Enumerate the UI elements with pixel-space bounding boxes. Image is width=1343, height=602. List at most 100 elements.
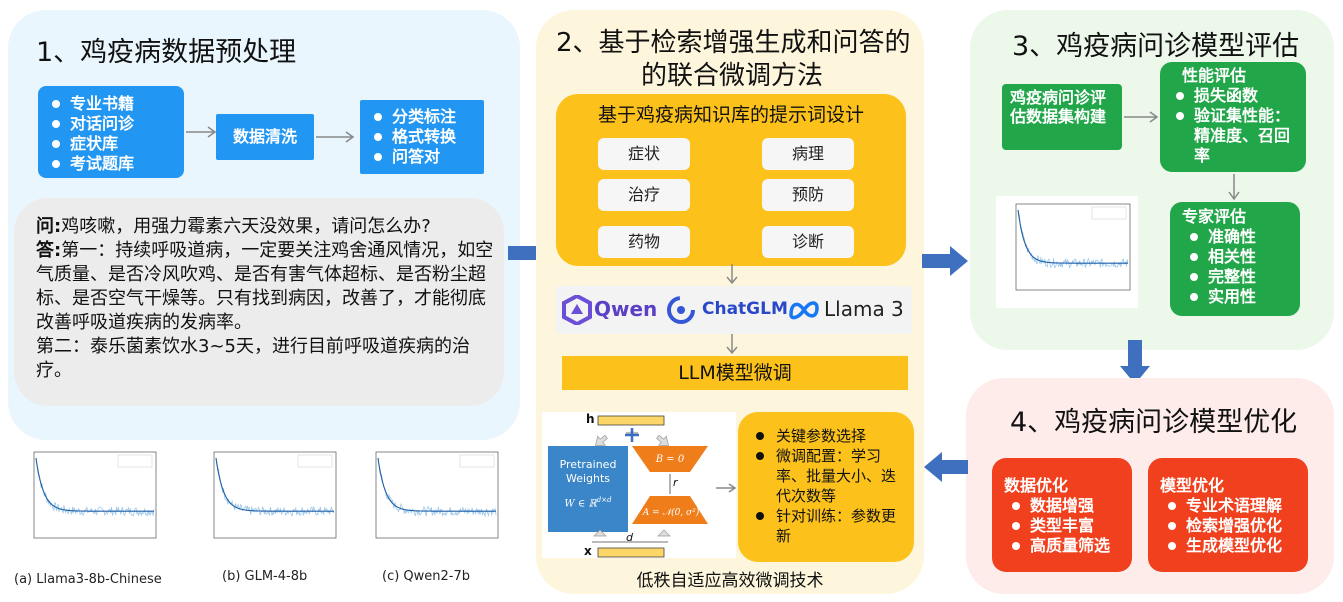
output-item: 分类标注 xyxy=(366,107,478,127)
loss-chart-eval xyxy=(996,196,1138,308)
question: 问:鸡咳嗽，用强力霉素六天没效果，请问怎么办? xyxy=(36,215,494,239)
tag-medicine: 药物 xyxy=(598,226,690,258)
data-opt-item: 数据增强 xyxy=(1004,496,1126,516)
finetune-points-box: 关键参数选择 微调配置：学习率、批量大小、迭代次数等 针对训练：参数更新 xyxy=(738,412,914,562)
arrow-right-icon xyxy=(716,483,737,493)
loss-chart-glm4 xyxy=(194,444,344,556)
lora-diagram: h x r d Pretrained Weights W ∈ ℝd×d B = … xyxy=(542,412,736,558)
data-outputs-box: 分类标注 格式转换 问答对 xyxy=(360,100,484,174)
arrow-right-icon xyxy=(316,131,355,143)
tag-treatment: 治疗 xyxy=(598,179,690,211)
arrow-down-icon xyxy=(726,264,738,285)
model-opt-item: 生成模型优化 xyxy=(1160,536,1302,556)
lora-r-label: r xyxy=(673,476,678,489)
expert-item: 相关性 xyxy=(1182,247,1292,267)
finetune-point: 关键参数选择 xyxy=(752,426,904,446)
llm-finetune-bar: LLM模型微调 xyxy=(562,356,908,390)
loss-chart-legend xyxy=(459,454,495,468)
eval-dataset-box: 鸡疫病问诊评估数据集构建 xyxy=(1002,84,1122,150)
tag-symptom: 症状 xyxy=(598,138,690,170)
loss-chart-legend xyxy=(1091,206,1127,220)
data-sources-box: 专业书籍 对话问诊 症状库 考试题库 xyxy=(38,86,184,178)
prompt-design-title: 基于鸡疫病知识库的提示词设计 xyxy=(597,104,864,126)
expert-item: 完整性 xyxy=(1182,267,1292,287)
output-item: 格式转换 xyxy=(366,127,478,147)
data-cleaning-box: 数据清洗 xyxy=(216,114,314,160)
source-item: 考试题库 xyxy=(44,154,178,174)
tag-pathology: 病理 xyxy=(762,138,854,170)
expert-eval-box: 专家评估 准确性 相关性 完整性 实用性 xyxy=(1170,202,1300,316)
model-opt-item: 检索增强优化 xyxy=(1160,516,1302,536)
caption-glm4: (b) GLM-4-8b xyxy=(222,569,308,584)
expert-eval-title: 专家评估 xyxy=(1182,207,1247,226)
lora-b-label: B = 0 xyxy=(655,454,685,465)
source-item: 对话问诊 xyxy=(44,114,178,134)
answer: 答:第一：持续呼吸道病，一定要关注鸡舍通风情况，如空气质量、是否冷风吹鸡、是否有… xyxy=(36,239,494,335)
llama-logo-text: Llama 3 xyxy=(824,297,904,321)
loss-curve-original xyxy=(377,457,497,518)
data-opt-item: 类型丰富 xyxy=(1004,516,1126,536)
chatglm-logo-text: ChatGLM xyxy=(702,299,788,319)
tag-diagnosis: 诊断 xyxy=(762,226,854,258)
lora-pretrained-line2: Weights xyxy=(565,472,611,485)
loss-chart-legend xyxy=(117,454,153,468)
arrow-right-icon xyxy=(186,126,217,138)
lora-pretrained-line1: Pretrained xyxy=(559,458,617,471)
loss-chart-frame xyxy=(375,451,499,539)
lora-x-label: x xyxy=(584,544,592,558)
loss-curve-smoothed xyxy=(1017,209,1128,264)
loss-chart-frame xyxy=(213,451,337,539)
model-opt-item: 专业术语理解 xyxy=(1160,496,1302,516)
flow-arrow-down-icon xyxy=(1120,340,1150,384)
panel4-title: 4、鸡疫病问诊模型优化 xyxy=(1010,407,1298,438)
expert-item: 实用性 xyxy=(1182,287,1292,307)
loss-chart-frame xyxy=(33,451,157,539)
meta-logo-icon xyxy=(789,301,819,320)
perf-item: 验证集性能：精准度、召回率 xyxy=(1168,106,1298,166)
answer-text-2: 第二：泰乐菌素饮水3~5天，进行目前呼吸道疾病的治疗。 xyxy=(36,336,470,381)
lora-w-formula: W ∈ ℝd×d xyxy=(548,496,628,509)
lora-w-sup: d×d xyxy=(596,496,612,504)
finetune-point: 微调配置：学习率、批量大小、迭代次数等 xyxy=(752,446,904,506)
model-optimization-box: 模型优化 专业术语理解 检索增强优化 生成模型优化 xyxy=(1148,458,1308,572)
loss-curve-smoothed xyxy=(215,457,334,512)
loss-curve-original xyxy=(1017,209,1129,269)
data-optimization-title: 数据优化 xyxy=(1004,476,1069,495)
performance-eval-title: 性能评估 xyxy=(1182,66,1247,85)
caption-qwen2: (c) Qwen2-7b xyxy=(382,569,471,584)
lora-caption: 低秩自适应高效微调技术 xyxy=(636,571,824,591)
panel2-title-line2: 的联合微调方法 xyxy=(641,61,824,91)
flow-arrow-left-icon xyxy=(924,452,968,482)
question-text: 鸡咳嗽，用强力霉素六天没效果，请问怎么办? xyxy=(61,216,431,237)
qa-example-box: 问:鸡咳嗽，用强力霉素六天没效果，请问怎么办? 答:第一：持续呼吸道病，一定要关… xyxy=(14,198,504,406)
lora-w-text: W ∈ ℝ xyxy=(564,498,597,510)
panel1-title: 1、鸡疫病数据预处理 xyxy=(36,37,297,68)
output-item: 问答对 xyxy=(366,147,478,167)
finetune-point: 针对训练：参数更新 xyxy=(752,506,904,546)
llm-logos-bar: Qwen ChatGLM Llama 3 xyxy=(556,286,912,334)
answer-label: 答: xyxy=(36,240,62,261)
tag-prevention: 预防 xyxy=(762,179,854,211)
arrow-right-icon xyxy=(1124,111,1159,123)
panel3-title: 3、鸡疫病问诊模型评估 xyxy=(1012,31,1300,62)
source-item: 症状库 xyxy=(44,134,178,154)
model-optimization-title: 模型优化 xyxy=(1160,476,1225,495)
answer-text: 第一：持续呼吸道病，一定要关注鸡舍通风情况，如空气质量、是否冷风吹鸡、是否有害气… xyxy=(36,240,494,333)
loss-chart-qwen2 xyxy=(356,444,506,556)
perf-item: 损失函数 xyxy=(1168,86,1298,106)
qwen-logo-icon xyxy=(562,295,592,325)
loss-curve-smoothed xyxy=(35,457,154,512)
caption-llama3: (a) Llama3-8b-Chinese xyxy=(14,572,162,587)
lora-h-label: h xyxy=(586,412,595,426)
loss-chart-legend xyxy=(297,454,333,468)
arrow-down-icon xyxy=(1228,174,1240,201)
performance-eval-box: 性能评估 损失函数 验证集性能：精准度、召回率 xyxy=(1160,62,1306,172)
source-item: 专业书籍 xyxy=(44,94,178,114)
lora-a-label: A = 𝒩(0, σ²) xyxy=(642,508,700,518)
qwen-logo-text: Qwen xyxy=(594,297,658,321)
data-opt-item: 高质量筛选 xyxy=(1004,536,1126,556)
arrow-down-icon xyxy=(726,334,738,355)
loss-chart-llama3 xyxy=(14,444,164,556)
question-label: 问: xyxy=(36,216,62,237)
data-optimization-box: 数据优化 数据增强 类型丰富 高质量筛选 xyxy=(992,458,1132,572)
